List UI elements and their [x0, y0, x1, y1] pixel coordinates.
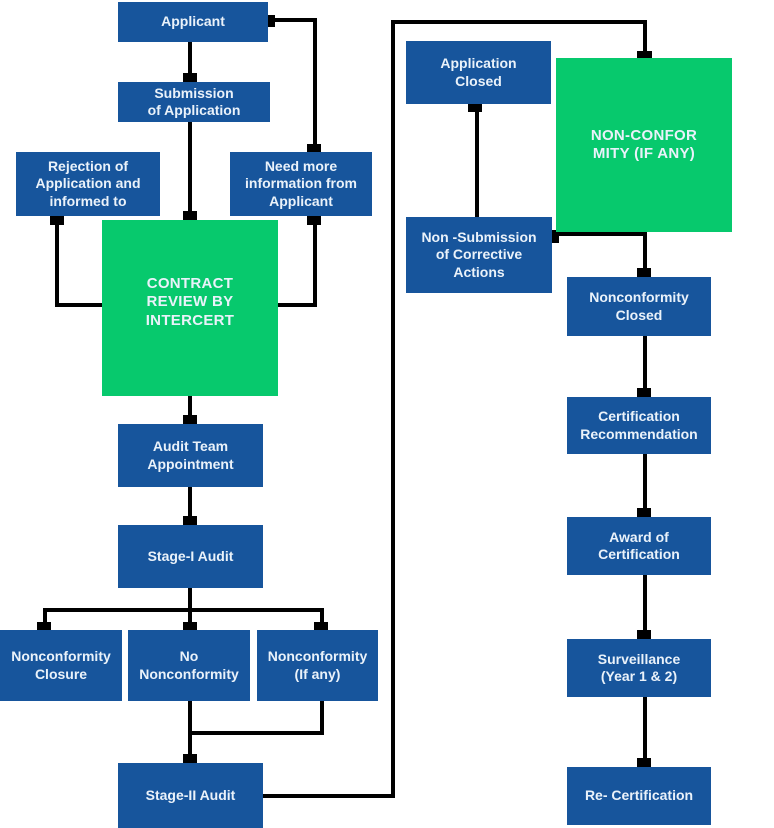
connector-handle [183, 754, 197, 763]
connector-handle [468, 103, 482, 112]
connector-handle [183, 516, 197, 525]
node-nonconformity-if-any: Nonconformity (If any) [257, 630, 378, 701]
connector-line [313, 216, 317, 307]
connector-line [643, 232, 647, 272]
connector-line [188, 608, 192, 630]
node-contract-review-by-intercert: CONTRACT REVIEW BY INTERCERT [102, 220, 278, 396]
node-stage1-audit: Stage-I Audit [118, 525, 263, 588]
node-stage2-audit: Stage-II Audit [118, 763, 263, 828]
node-nonconformity-closed: Nonconformity Closed [567, 277, 711, 336]
connector-line [320, 701, 324, 735]
node-non-submission-corrective: Non -Submission of Corrective Actions [406, 217, 552, 293]
connector-line [263, 794, 393, 798]
connector-handle [314, 622, 328, 631]
connector-line [643, 697, 647, 763]
connector-handle [50, 216, 64, 225]
node-re-certification: Re- Certification [567, 767, 711, 825]
connector-line [188, 42, 192, 82]
node-audit-team-appointment: Audit Team Appointment [118, 424, 263, 487]
connector-line [643, 454, 647, 514]
connector-handle [307, 144, 321, 153]
connector-handle [264, 15, 275, 27]
node-surveillance-year-1-2: Surveillance (Year 1 & 2) [567, 639, 711, 697]
connector-line [268, 18, 316, 22]
connector-line [475, 110, 479, 217]
connector-handle [637, 758, 651, 767]
node-no-nonconformity: No Nonconformity [128, 630, 250, 701]
connector-handle [637, 508, 651, 517]
connector-line [188, 731, 324, 735]
connector-line [391, 20, 395, 798]
connector-line [320, 608, 324, 630]
connector-line [188, 487, 192, 525]
connector-line [643, 336, 647, 394]
node-rejection-of-application: Rejection of Application and informed to [16, 152, 160, 216]
connector-line [55, 303, 102, 307]
node-need-more-information: Need more information from Applicant [230, 152, 372, 216]
connector-line [188, 122, 192, 220]
node-award-of-certification: Award of Certification [567, 517, 711, 575]
connector-line [43, 608, 324, 612]
connector-line [278, 303, 317, 307]
connector-handle [183, 73, 197, 82]
connector-handle [637, 630, 651, 639]
connector-handle [183, 415, 197, 424]
connector-line [43, 608, 47, 630]
node-nonconformity-closure: Nonconformity Closure [0, 630, 122, 701]
connector-line [188, 396, 192, 424]
node-submission-of-application: Submission of Application [118, 82, 270, 122]
connector-handle [637, 388, 651, 397]
connector-handle [37, 622, 51, 631]
node-certification-recommendation: Certification Recommendation [567, 397, 711, 454]
connector-handle [637, 51, 652, 60]
connector-line [188, 588, 192, 610]
connector-line [55, 216, 59, 307]
connector-handle [183, 622, 197, 631]
connector-handle [637, 268, 651, 277]
connector-line [643, 575, 647, 637]
connector-handle [307, 216, 321, 225]
connector-handle [183, 211, 197, 220]
connector-line [391, 20, 647, 24]
node-applicant: Applicant [118, 2, 268, 42]
connector-line [313, 18, 317, 152]
node-application-closed: Application Closed [406, 41, 551, 104]
connector-line [552, 232, 646, 236]
connector-line [643, 20, 647, 56]
node-non-conformity-if-any: NON-CONFOR MITY (IF ANY) [556, 58, 732, 232]
